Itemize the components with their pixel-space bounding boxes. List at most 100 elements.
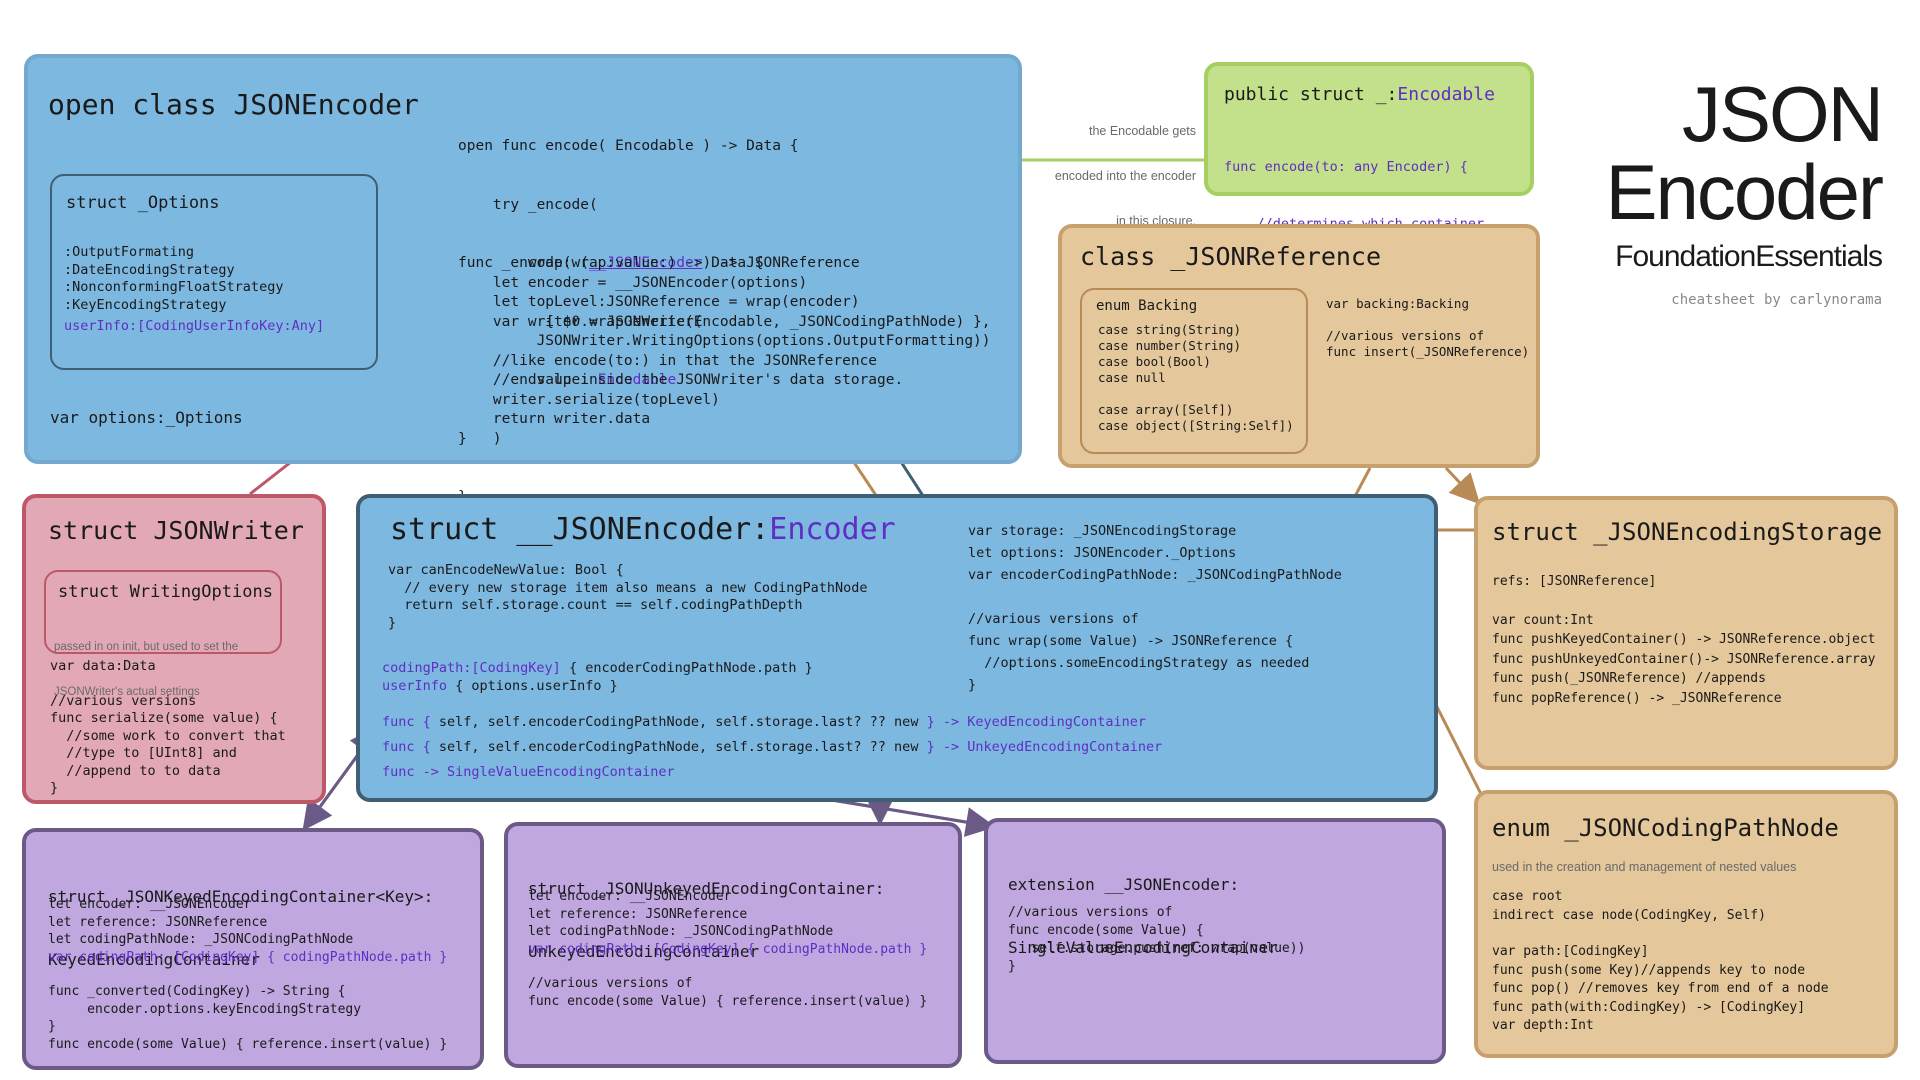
- json-reference-title: class _JSONReference: [1080, 242, 1382, 271]
- wrap-suffix: ) -> JSONReference: [702, 255, 860, 271]
- encodable-note: the Encodable gets encoded into the enco…: [980, 94, 1196, 244]
- code-line: }: [458, 430, 467, 447]
- code-line: :NonconformingFloatStrategy: [64, 279, 284, 295]
- json-writer-box: struct JSONWriter struct WritingOptions …: [22, 494, 326, 804]
- code-line: func pushKeyedContainer() -> JSONReferen…: [1492, 632, 1876, 647]
- note-line: passed in on init, but used to set the: [54, 641, 239, 653]
- code-line: [1326, 312, 1529, 328]
- encode-line: wrap: (: [458, 255, 589, 271]
- keyed-title: struct _JSONKeyedEncodingContainer<Key>:…: [48, 844, 433, 1012]
- reference-to-storage-arrow: [1444, 466, 1481, 505]
- code-line: func pop() //removes key from end of a n…: [1492, 981, 1829, 996]
- encode-line: ): [458, 430, 502, 447]
- coding-path-token: codingPath:[CodingKey]: [382, 660, 561, 676]
- code-line: }: [1008, 959, 1016, 974]
- header-title-json: JSON: [1681, 70, 1884, 158]
- code-line: //various versions: [50, 692, 197, 709]
- code-line: // every new storage item also means a n…: [388, 579, 868, 596]
- backing-title: enum Backing: [1096, 298, 1198, 314]
- code-line: let options: JSONEncoder._Options: [968, 545, 1237, 561]
- code-line: case string(String): [1098, 322, 1241, 337]
- code-line: return self.storage.count == self.coding…: [388, 597, 803, 613]
- code-line: //append to to data: [50, 762, 221, 779]
- code-line: :KeyEncodingStrategy: [64, 296, 227, 313]
- title-prefix: public struct _:: [1224, 84, 1398, 105]
- code-line: func _encode(wrap:value:) -> Data {: [458, 255, 764, 271]
- options-list: :OutputFormating:DateEncodingStrategy:No…: [64, 244, 283, 314]
- title-type: Encodable: [1397, 84, 1495, 105]
- code-line: func encode(some Value) {: [1008, 923, 1204, 938]
- code-line: [1098, 386, 1294, 402]
- code-line: func push(_JSONReference) //appends: [1492, 671, 1766, 686]
- code-line: func insert(_JSONReference): [1326, 344, 1530, 359]
- options-title: struct _Options: [66, 193, 220, 213]
- spacer: [48, 966, 447, 983]
- code-line: //various versions of: [1008, 905, 1173, 920]
- code-line: case number(String): [1098, 338, 1241, 353]
- internal-encoder-title: struct __JSONEncoder:Encoder: [390, 512, 896, 547]
- code-line: :DateEncodingStrategy: [64, 261, 235, 278]
- title-line: UnkeyedEncodingContainer: [528, 942, 760, 961]
- note-line: the Encodable gets: [1088, 124, 1196, 138]
- title-line: KeyedEncodingContainer: [48, 950, 260, 969]
- code-line: indirect case node(CodingKey, Self): [1492, 907, 1766, 923]
- single-value-box: extension __JSONEncoder: SingleValueEnco…: [984, 818, 1446, 1064]
- code-line: let encoder: __JSONEncoder: [48, 897, 252, 912]
- unkeyed-container-box: struct _JSONUnkeyedEncodingContainer: Un…: [504, 822, 962, 1068]
- coding-path-rest: { encoderCodingPathNode.path }: [560, 660, 813, 676]
- code-line: //various versions of: [968, 611, 1139, 627]
- code-line: var count:Int: [1492, 612, 1594, 628]
- user-info-token: userInfo: [382, 678, 448, 694]
- title-line: SingleValueEncodingContainer: [1008, 938, 1278, 957]
- coding-path-box: enum _JSONCodingPathNode used in the cre…: [1474, 790, 1898, 1058]
- value-token: Encodable: [597, 372, 677, 388]
- single-func-line: func -> SingleValueEncodingContainer: [382, 764, 675, 780]
- coding-path-line: var codingPath: [CodingKey] { codingPath…: [528, 941, 928, 957]
- json-encoder-box: open class JSONEncoder struct _Options :…: [24, 54, 1022, 505]
- code-line: case object([String:Self]): [1098, 418, 1294, 433]
- code-line: //type to [UInt8] and: [50, 745, 237, 761]
- code-line: let reference: JSONReference: [528, 906, 748, 922]
- code-line: func _converted(CodingKey) -> String {: [48, 984, 346, 999]
- title-prefix: struct __JSONEncoder:: [390, 512, 770, 547]
- json-writer-title: struct JSONWriter: [48, 516, 304, 545]
- code-line: case array([Self]): [1098, 402, 1234, 417]
- code-line: }: [968, 677, 977, 693]
- code-line: var data:Data: [50, 658, 156, 674]
- code-line: func push(some Key)//appends key to node: [1492, 962, 1806, 978]
- code-line: JSONWriter.WritingOptions(options.Output…: [458, 333, 991, 349]
- user-info-rest: { options.userInfo }: [447, 678, 618, 694]
- code-line: //various versions of: [528, 976, 693, 991]
- code-line: var backing:Backing: [1326, 296, 1469, 311]
- single-code: //various versions of func encode(some Va…: [1008, 904, 1305, 976]
- code-line: //various versions of: [1326, 328, 1485, 343]
- code-line: [1492, 592, 1876, 611]
- func-post: } -> KeyedEncodingContainer: [926, 714, 1147, 730]
- header-subtitle: FoundationEssentials: [1615, 240, 1883, 273]
- encode-line: value:: [458, 372, 598, 388]
- writing-options-title: struct WritingOptions: [58, 582, 273, 602]
- coding-path-code: case root indirect case node(CodingKey, S…: [1492, 888, 1829, 1036]
- code-line: case root: [1492, 889, 1563, 904]
- backing-enum: enum Backing case string(String)case num…: [1080, 288, 1308, 454]
- code-line: func encode(to: any Encoder) {: [1224, 159, 1468, 175]
- backing-cases: case string(String)case number(String) ca…: [1098, 322, 1294, 434]
- spacer: [528, 958, 927, 975]
- code-line: case null: [1098, 370, 1166, 385]
- code-line: func path(with:CodingKey) -> [CodingKey]: [1492, 999, 1806, 1015]
- code-line: func pushUnkeyedContainer()-> JSONRefere…: [1492, 651, 1876, 667]
- code-line: //like encode(to:) in that the JSONRefer…: [458, 352, 878, 369]
- note-line: encoded into the encoder: [1054, 169, 1196, 183]
- encode-line: try _encode(: [458, 196, 598, 213]
- func-pre: func {: [382, 739, 431, 755]
- options-userinfo: userInfo:[CodingUserInfoKey:Any]: [64, 318, 325, 334]
- encoding-storage-title: struct _JSONEncodingStorage: [1492, 518, 1883, 546]
- code-line: encoder.options.keyEncodingStrategy: [48, 1001, 362, 1017]
- keyed-container-box: struct _JSONKeyedEncodingContainer<Key>:…: [22, 828, 484, 1070]
- writing-options-note: passed in on init, but used to set the J…: [54, 610, 238, 730]
- code-line: var storage: _JSONEncodingStorage: [968, 523, 1237, 539]
